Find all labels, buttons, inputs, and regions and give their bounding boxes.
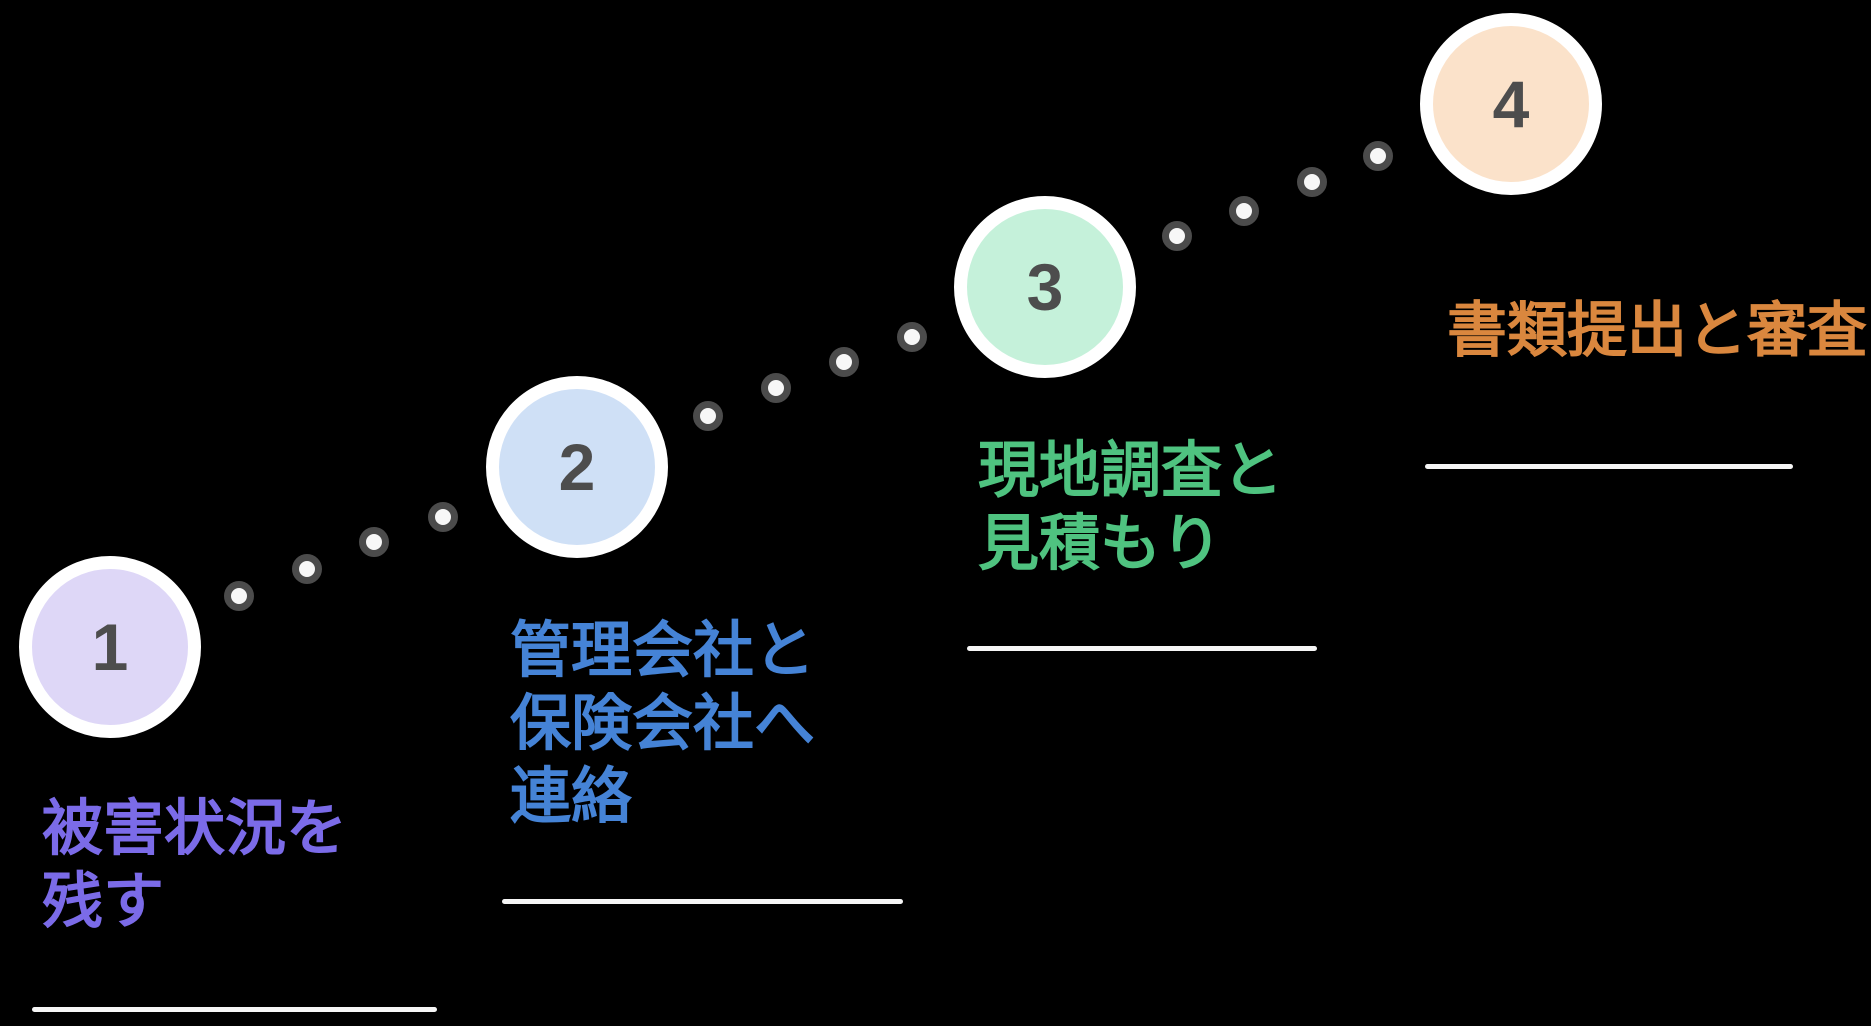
step-1-number: 1 — [91, 610, 129, 684]
connector-dot — [829, 347, 859, 377]
step-1-underline — [32, 1007, 437, 1012]
step-3-number: 3 — [1026, 250, 1064, 324]
connector-dot — [1162, 221, 1192, 251]
step-3-label-line2: 見積もり — [978, 509, 1223, 577]
step-2-number: 2 — [558, 430, 596, 504]
step-2-label-line3: 連絡 — [510, 762, 633, 830]
step-4-circle: 4 — [1420, 13, 1602, 195]
step-4-underline — [1425, 464, 1793, 469]
step-2-label: 管理会社と 保険会社へ 連絡 — [510, 614, 815, 833]
step-4-label-line1: 書類提出と審査 — [1447, 297, 1867, 364]
step-4-number: 4 — [1492, 67, 1530, 141]
step-2-label-line2: 保険会社へ — [510, 689, 816, 757]
step-1-label-line2: 残す — [42, 867, 165, 935]
step-4-label: 書類提出と審査 — [1447, 294, 1867, 367]
connector-dot — [428, 502, 458, 532]
step-1-label-line1: 被害状況を — [42, 794, 348, 862]
step-3-label: 現地調査と 見積もり — [978, 434, 1283, 580]
step-1-label: 被害状況を 残す — [42, 792, 347, 938]
step-2-label-line1: 管理会社と — [510, 616, 816, 684]
connector-dot — [693, 401, 723, 431]
connector-dot — [292, 554, 322, 584]
connector-dot — [1229, 196, 1259, 226]
connector-dot — [761, 373, 791, 403]
step-2-underline — [502, 899, 903, 904]
connector-dot — [897, 322, 927, 352]
step-3-label-line1: 現地調査と — [978, 436, 1284, 504]
step-2-circle: 2 — [486, 376, 668, 558]
connector-dot — [224, 581, 254, 611]
connector-dot — [1363, 141, 1393, 171]
step-1-circle: 1 — [19, 556, 201, 738]
step-3-circle: 3 — [954, 196, 1136, 378]
connector-dot — [1297, 167, 1327, 197]
step-3-underline — [967, 646, 1317, 651]
connector-dot — [359, 527, 389, 557]
